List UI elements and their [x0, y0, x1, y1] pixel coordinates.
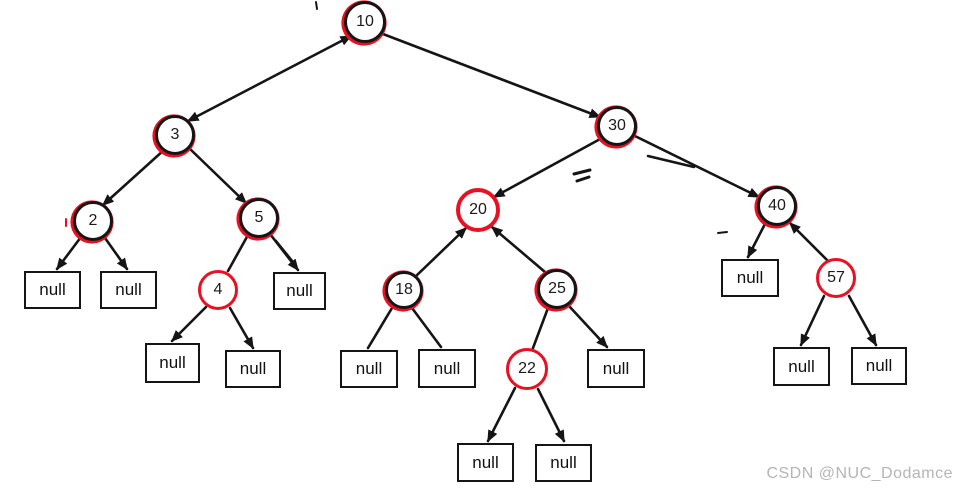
tree-edge: [103, 236, 129, 271]
tree-edge: [381, 32, 602, 119]
tree-node-25: 25: [537, 269, 577, 309]
null-leaf-label: null: [115, 280, 142, 299]
stray-mark: [572, 168, 592, 176]
tree-node-4: 4: [198, 270, 238, 310]
tree-node-label: 4: [213, 281, 223, 298]
stray-mark: [274, 239, 295, 264]
tree-node-20: 20: [456, 188, 500, 232]
tree-edge: [187, 146, 248, 205]
tree-node-30: 30: [597, 106, 637, 146]
tree-node-label: 5: [254, 209, 264, 226]
watermark: CSDN @NUC_Dodamce: [766, 465, 953, 482]
stray-mark: [717, 231, 728, 234]
tree-edge: [226, 233, 250, 273]
tree-node-label: 18: [395, 281, 413, 298]
tree-edge: [486, 386, 517, 443]
tree-edge: [170, 305, 208, 343]
stray-mark: [315, 1, 318, 10]
tree-node-2: 2: [73, 201, 113, 241]
tree-edge: [788, 221, 829, 262]
null-leaf-label: null: [736, 268, 764, 287]
tree-edge: [410, 306, 443, 349]
tree-node-label: 22: [518, 360, 536, 377]
null-leaf-box: null: [225, 350, 281, 388]
tree-edge: [186, 34, 353, 123]
tree-edge: [228, 306, 255, 350]
null-leaf-label: null: [355, 359, 383, 378]
tree-node-3: 3: [155, 115, 195, 155]
null-leaf-label: null: [159, 353, 186, 372]
tree-node-label: 40: [768, 197, 786, 214]
null-leaf-label: null: [550, 453, 577, 472]
tree-node-label: 2: [88, 212, 98, 229]
tree-edge: [492, 136, 604, 199]
null-leaf-box: null: [145, 343, 200, 383]
null-leaf-box: null: [418, 349, 476, 388]
null-leaf-label: null: [472, 452, 499, 472]
null-leaf-box: null: [773, 347, 830, 386]
null-leaf-label: null: [433, 358, 461, 378]
tree-edge: [799, 294, 826, 347]
null-leaf-box: null: [457, 443, 514, 482]
null-leaf-label: null: [286, 281, 313, 300]
tree-edge: [746, 220, 768, 259]
tree-edge: [413, 226, 468, 279]
null-leaf-box: null: [587, 349, 645, 388]
tree-node-label: 25: [548, 280, 566, 297]
null-leaf-box: null: [535, 444, 592, 482]
tree-edge: [490, 225, 547, 274]
tree-node-40: 40: [757, 186, 797, 226]
tree-edge: [536, 387, 566, 443]
tree-node-label: 3: [170, 126, 180, 143]
stray-marks: [65, 1, 728, 264]
tree-edge: [633, 134, 761, 199]
null-leaf-box: null: [273, 272, 326, 310]
tree-node-22: 22: [506, 348, 548, 390]
null-leaf-label: null: [39, 280, 66, 299]
null-leaf-box: null: [100, 271, 157, 309]
tree-edge: [101, 148, 166, 207]
null-leaf-label: null: [602, 358, 630, 378]
null-leaf-label: null: [788, 356, 815, 376]
null-leaf-label: null: [865, 356, 893, 375]
tree-node-label: 57: [827, 269, 845, 286]
tree-node-label: 10: [356, 13, 374, 30]
tree-edge: [567, 304, 609, 349]
stray-mark: [646, 154, 696, 169]
tree-edge: [847, 294, 878, 347]
null-leaf-box: null: [24, 271, 81, 309]
null-leaf-box: null: [721, 259, 779, 297]
tree-edge: [55, 235, 83, 271]
tree-node-label: 30: [608, 117, 626, 134]
tree-node-5: 5: [239, 198, 279, 238]
tree-node-18: 18: [385, 271, 423, 309]
tree-edges: [55, 32, 878, 443]
tree-edge: [531, 306, 550, 350]
tree-node-label: 20: [469, 201, 487, 218]
null-leaf-box: null: [340, 350, 398, 388]
null-leaf-label: null: [239, 359, 267, 378]
stray-mark: [575, 175, 591, 183]
tree-edge: [366, 306, 394, 350]
null-leaf-box: null: [851, 347, 907, 385]
tree-node-57: 57: [816, 258, 856, 298]
tree-node-10: 10: [344, 1, 386, 43]
